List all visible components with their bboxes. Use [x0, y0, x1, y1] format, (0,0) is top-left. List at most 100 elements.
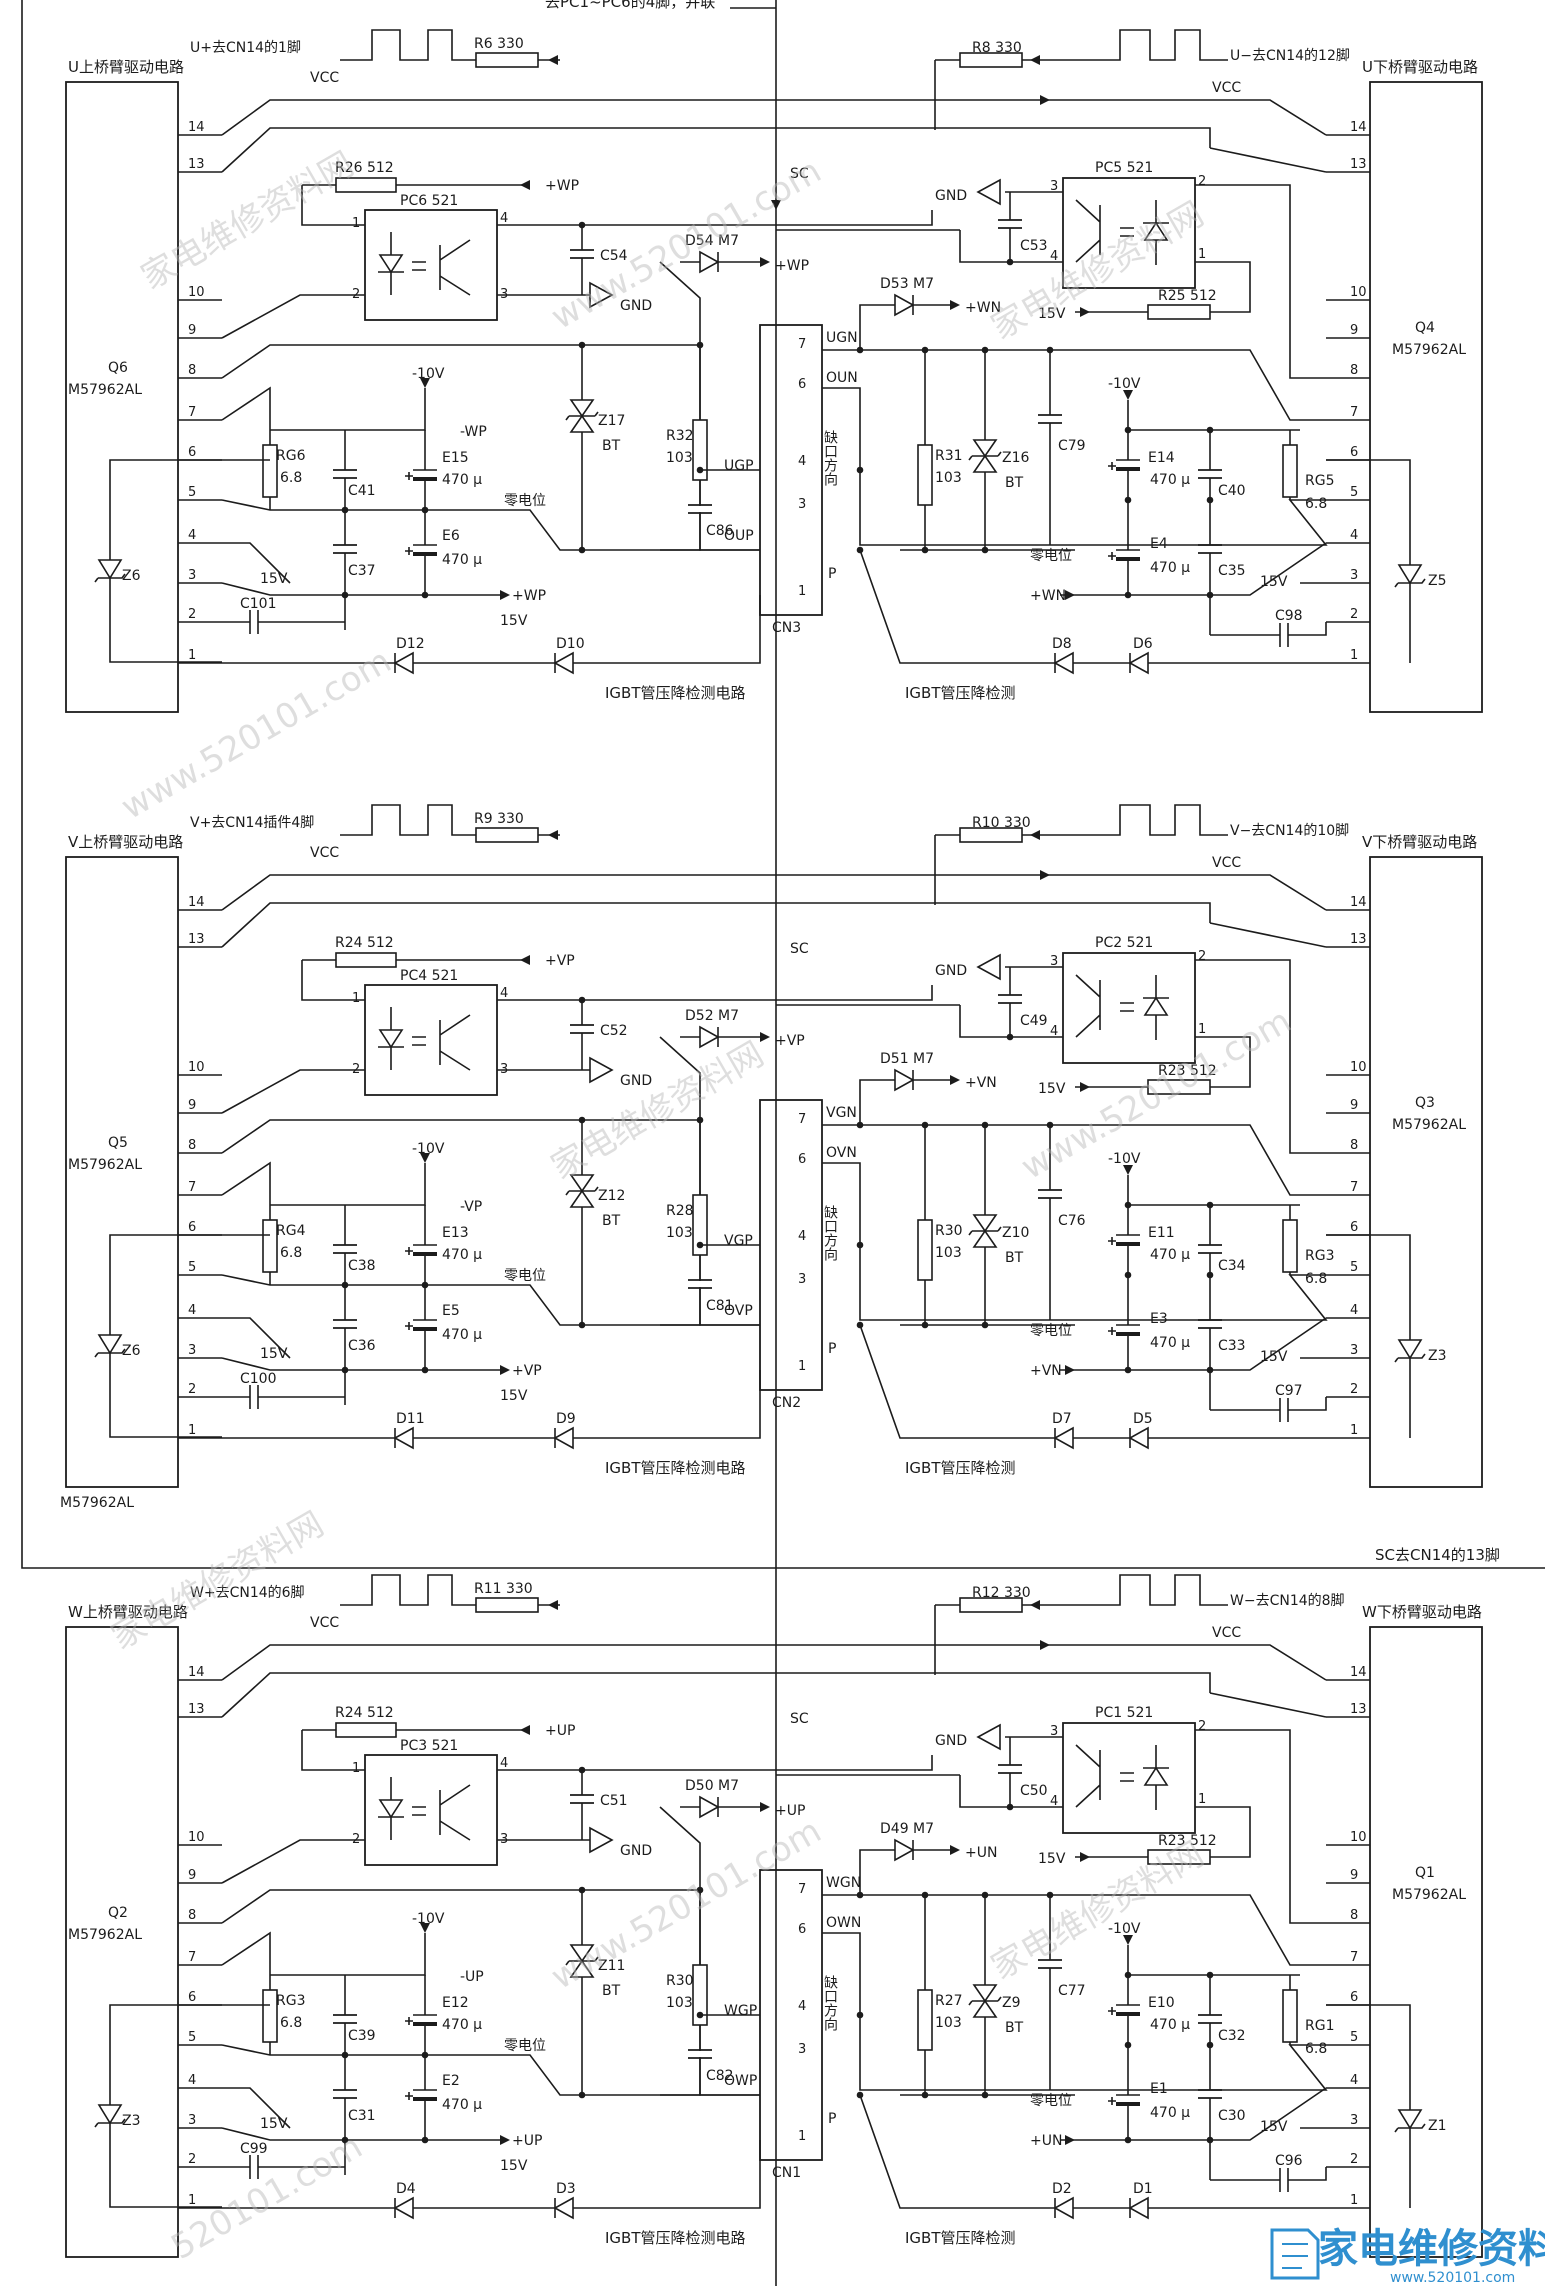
junction-dot	[1206, 1971, 1214, 1979]
connector-key-label: 缺口方向	[822, 430, 838, 486]
electrolytic-capacitor	[1108, 1234, 1141, 1246]
v15-label: 15V	[1038, 306, 1066, 322]
zener-label: Z1	[1428, 2118, 1447, 2134]
upper-bridge-title: U上桥臂驱动电路	[68, 58, 184, 76]
resistor	[959, 52, 1023, 68]
diode-label: D54 M7	[685, 233, 739, 249]
cn-pin-label: UGP	[724, 458, 754, 474]
pin-number: 14	[188, 1665, 205, 1680]
cap-label: C100	[240, 1371, 277, 1387]
diode-label: D7	[1052, 1411, 1072, 1427]
wire	[822, 1124, 1326, 1196]
plus-n-label: +VN	[965, 1075, 997, 1091]
diode-label: D11	[396, 1411, 425, 1427]
resistor	[1282, 444, 1298, 498]
arrow-icon	[1030, 55, 1040, 65]
opto-coupler-right	[1062, 1722, 1196, 1834]
bottom-part-label: M57962AL	[60, 1495, 134, 1511]
right-driver-ic	[1369, 81, 1483, 713]
opto-left-label: PC4 521	[400, 968, 458, 984]
connector-key-label: 缺口方向	[822, 1205, 838, 1261]
gate-resistor-label: RG6	[276, 448, 306, 464]
pin-number: 8	[1350, 1908, 1358, 1923]
pin-number: 4	[798, 1229, 806, 1244]
pin-number: 9	[188, 1098, 196, 1113]
diode-label: D3	[556, 2181, 576, 2197]
left-ic-part: M57962AL	[68, 382, 142, 398]
diode-label: D51 M7	[880, 1051, 934, 1067]
pin-number: 3	[188, 1343, 196, 1358]
capacitor	[1279, 2167, 1289, 2193]
gate-resistor-label: RG3	[276, 1993, 305, 2009]
right-ic-designator: Q4	[1415, 320, 1435, 336]
resistor-label: R28	[666, 1203, 694, 1219]
logo-url: www.520101.com	[1390, 2270, 1515, 2286]
wire	[859, 1849, 895, 1895]
junction-dot	[981, 1321, 989, 1329]
wire	[340, 804, 476, 836]
pin-number: 1	[188, 1423, 196, 1438]
resistor	[262, 1989, 278, 2043]
electrolytic-capacitor	[405, 544, 438, 556]
diode-label: D9	[556, 1411, 576, 1427]
pin-number: 4	[188, 1303, 196, 1318]
pin-number: 6	[1350, 445, 1358, 460]
plus-p-label: +UP	[512, 2133, 542, 2149]
gate-resistor-value: 6.8	[1305, 2041, 1327, 2057]
tvs-label: Z11	[598, 1958, 625, 1974]
wire	[1209, 147, 1327, 173]
arrow-icon	[950, 1845, 960, 1855]
left-ic-part: M57962AL	[68, 1927, 142, 1943]
wire	[822, 349, 1326, 421]
sc-label: SC	[790, 1711, 809, 1727]
capacitor	[332, 469, 358, 479]
pin-number: 9	[1350, 323, 1358, 338]
resistor-value: 103	[666, 1225, 693, 1241]
capacitor	[1037, 414, 1063, 424]
wire	[1195, 184, 1326, 379]
wire	[109, 2123, 222, 2208]
wire	[1000, 2044, 1328, 2091]
cap-label: C38	[348, 1258, 376, 1274]
pin-number: 7	[188, 405, 196, 420]
pin-number: 2	[1198, 949, 1206, 964]
pin-number: 10	[188, 285, 205, 300]
v15-label: 15V	[500, 2158, 528, 2174]
capacitor	[687, 1279, 713, 1289]
site-logo: 家电维修资料 www.520101.com	[1270, 2226, 1545, 2286]
cap-label: C51	[600, 1793, 628, 1809]
ground-symbol	[976, 1723, 1001, 1751]
junction-dot	[578, 546, 586, 554]
pin-number: 1	[188, 648, 196, 663]
capacitor	[332, 2089, 358, 2099]
v15-label: 15V	[500, 1388, 528, 1404]
electrolytic-capacitor	[405, 1319, 438, 1331]
opto-right-label: PC2 521	[1095, 935, 1153, 951]
wire	[109, 2004, 222, 2105]
tvs-type: BT	[602, 438, 621, 454]
pin-number: 3	[1350, 1343, 1358, 1358]
diode-label: D53 M7	[880, 276, 934, 292]
pin-number: 1	[352, 1761, 360, 1776]
pin-number: 8	[1350, 363, 1358, 378]
pin-number: 5	[1350, 485, 1358, 500]
zener-diode	[1394, 564, 1426, 588]
pin-number: 4	[500, 1756, 508, 1771]
zener-label: Z3	[1428, 1348, 1447, 1364]
wire	[221, 1931, 271, 2005]
wire	[1326, 459, 1411, 565]
gnd-label: GND	[935, 1733, 967, 1749]
zener-label: Z6	[122, 1343, 141, 1359]
cap-label: C79	[1058, 438, 1086, 454]
cap-label: C39	[348, 2028, 376, 2044]
arrow-icon	[520, 1725, 530, 1735]
capacitor	[1279, 1397, 1289, 1423]
cap-label: C30	[1218, 2108, 1246, 2124]
pin-number: 3	[798, 2042, 806, 2057]
resistor	[475, 827, 539, 843]
detection-label-left: IGBT管压降检测电路	[605, 684, 746, 702]
zero-potential-label: 零电位	[1030, 548, 1072, 564]
arrow-icon	[1123, 1935, 1133, 1945]
lower-bridge-title: W下桥臂驱动电路	[1362, 1603, 1482, 1621]
